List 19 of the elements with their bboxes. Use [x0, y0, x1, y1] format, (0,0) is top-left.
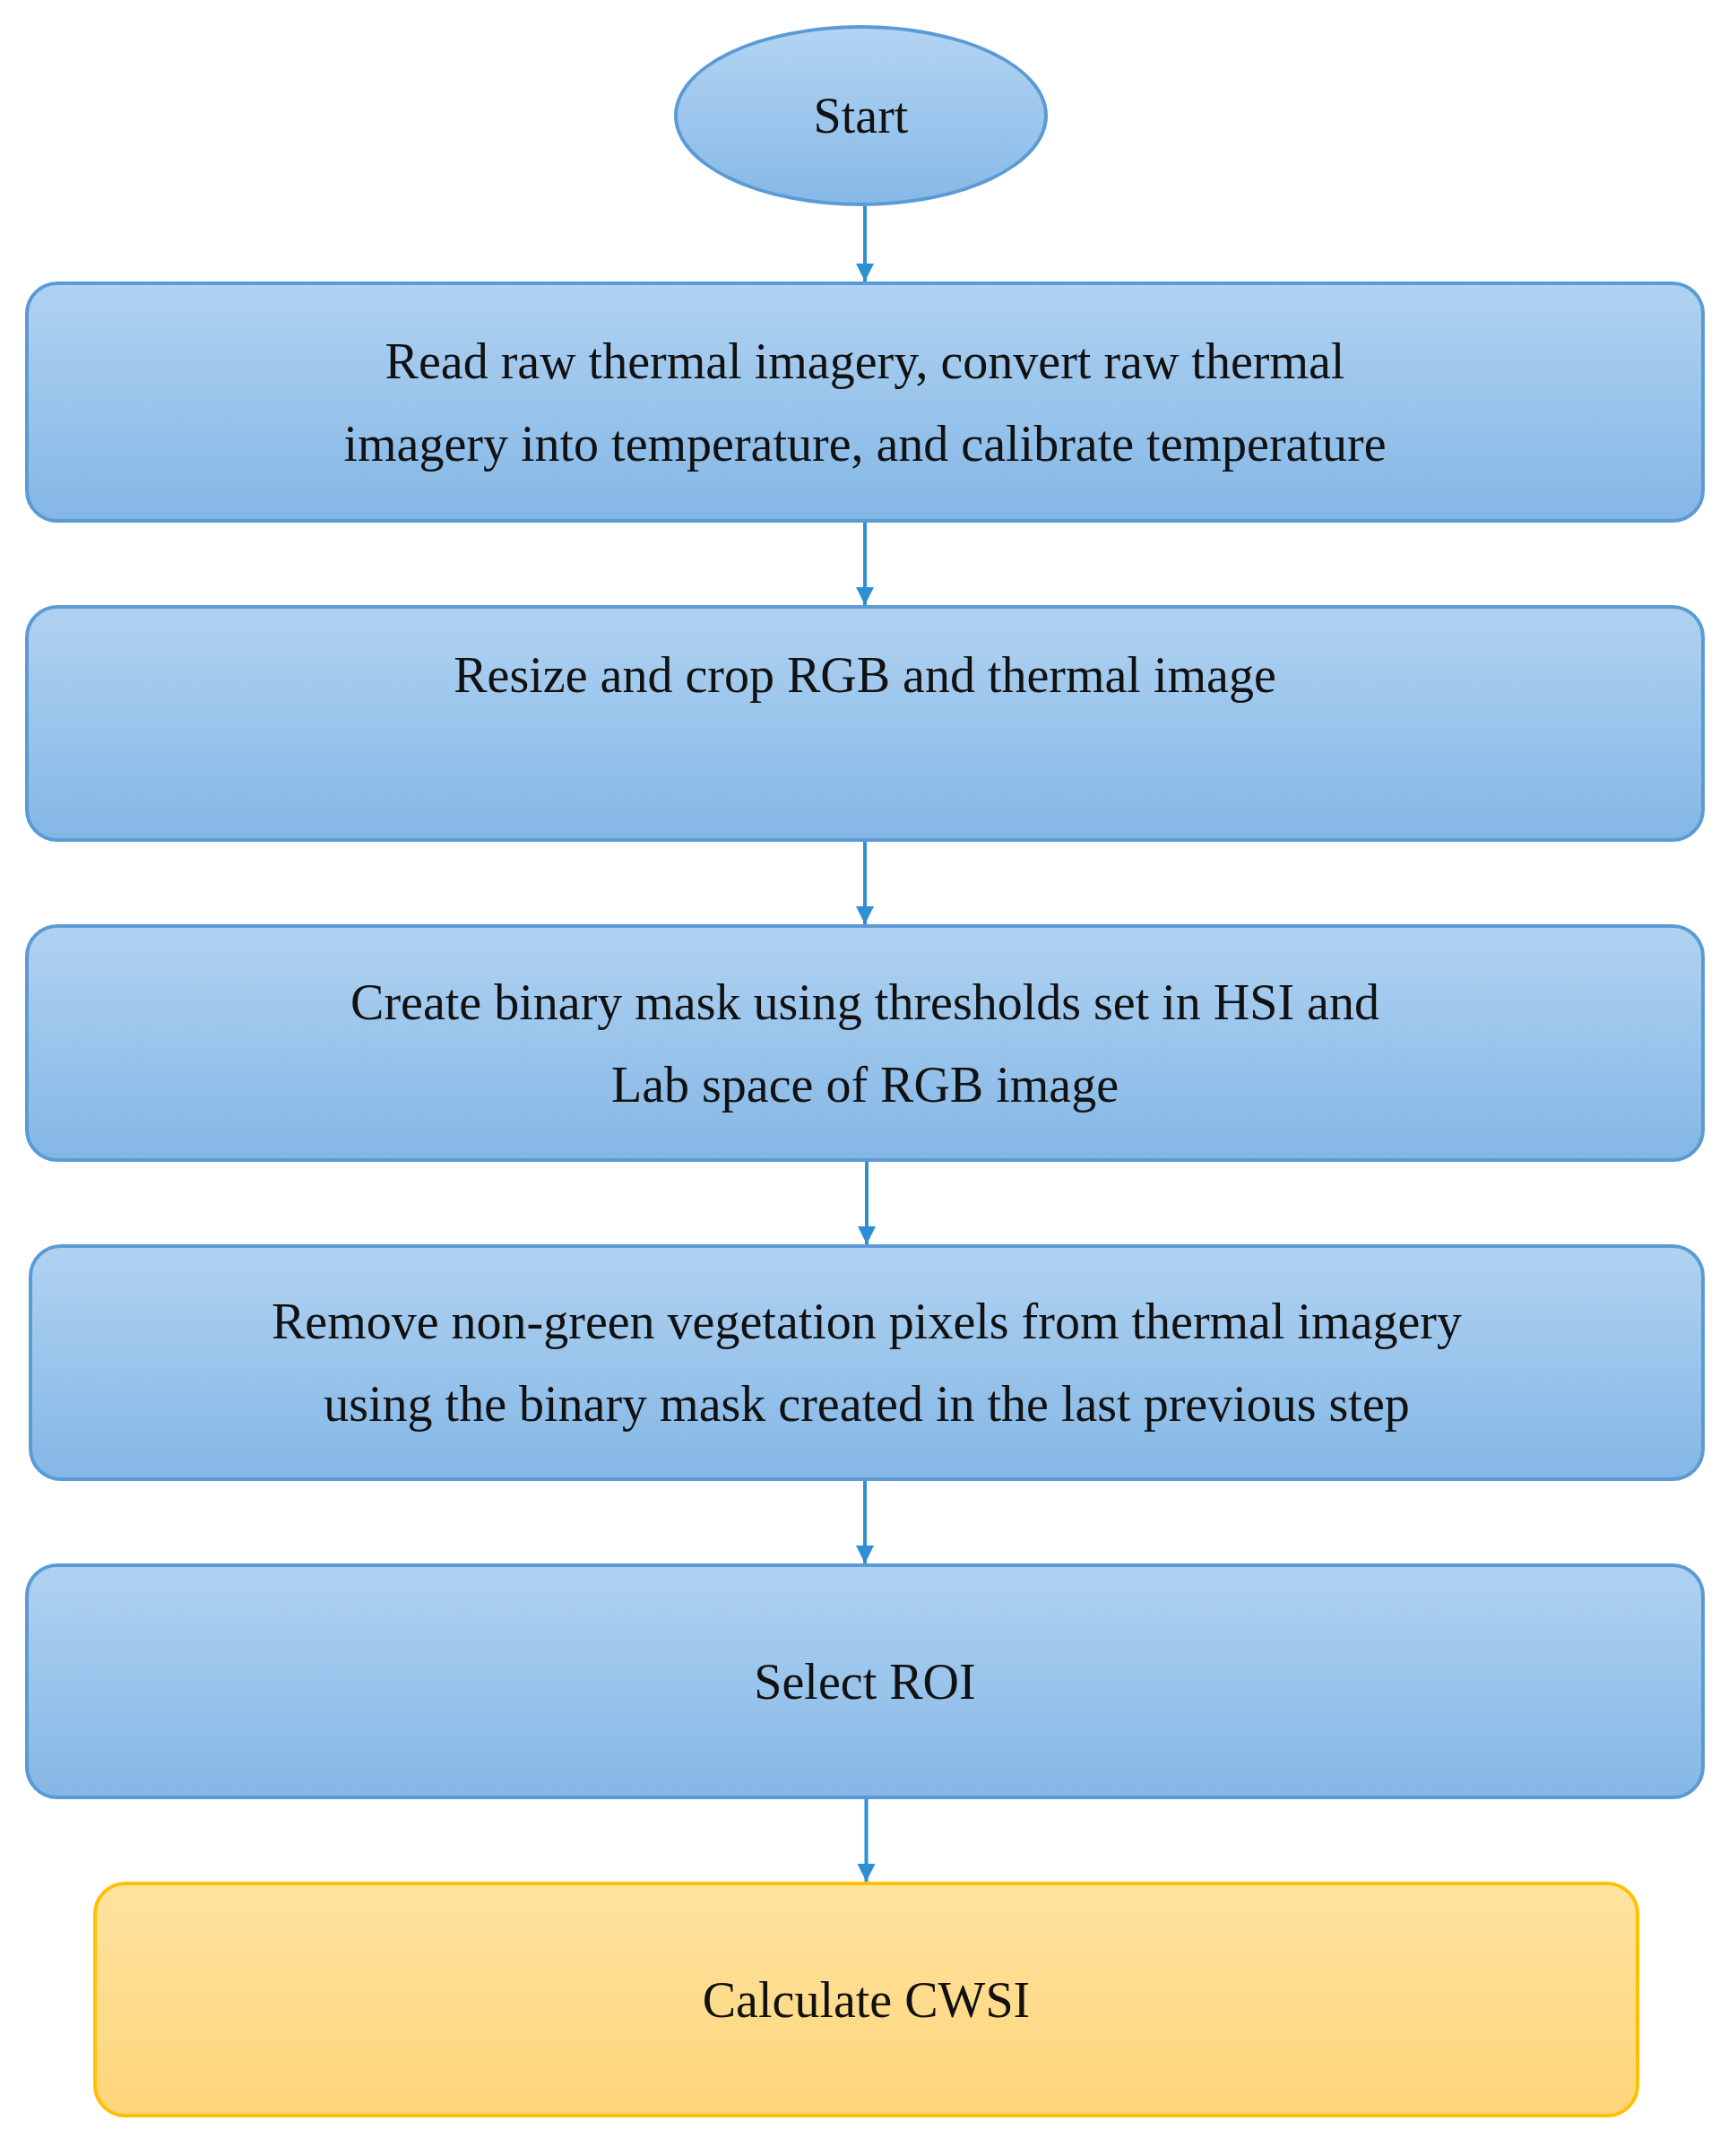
arrow — [858, 1162, 876, 1244]
step-text: Select ROI — [754, 1652, 976, 1711]
result-box — [93, 1882, 1639, 2117]
step-text: Calculate CWSI — [702, 1970, 1031, 2030]
arrow — [856, 523, 874, 605]
process-box — [25, 281, 1705, 523]
step-text: Resize and crop RGB and thermal image — [454, 646, 1276, 705]
process-box — [29, 1244, 1705, 1481]
step-text: Start — [813, 87, 909, 145]
process-box — [25, 605, 1705, 842]
process-box — [25, 1563, 1705, 1799]
step-text: Create binary mask using thresholds set in HSI and Lab space of RGB image — [350, 973, 1380, 1114]
step-text: Remove non-green vegetation pixels from thermal imagery using the binary mask created in the last previous step — [271, 1293, 1463, 1433]
arrow — [856, 842, 874, 924]
step-text: Read raw thermal imagery, convert raw thermal imagery into temperature, and calibrate temperature — [342, 332, 1387, 473]
arrow — [856, 206, 874, 281]
arrow — [857, 1799, 876, 1882]
process-box — [25, 924, 1705, 1162]
arrow — [856, 1481, 874, 1563]
